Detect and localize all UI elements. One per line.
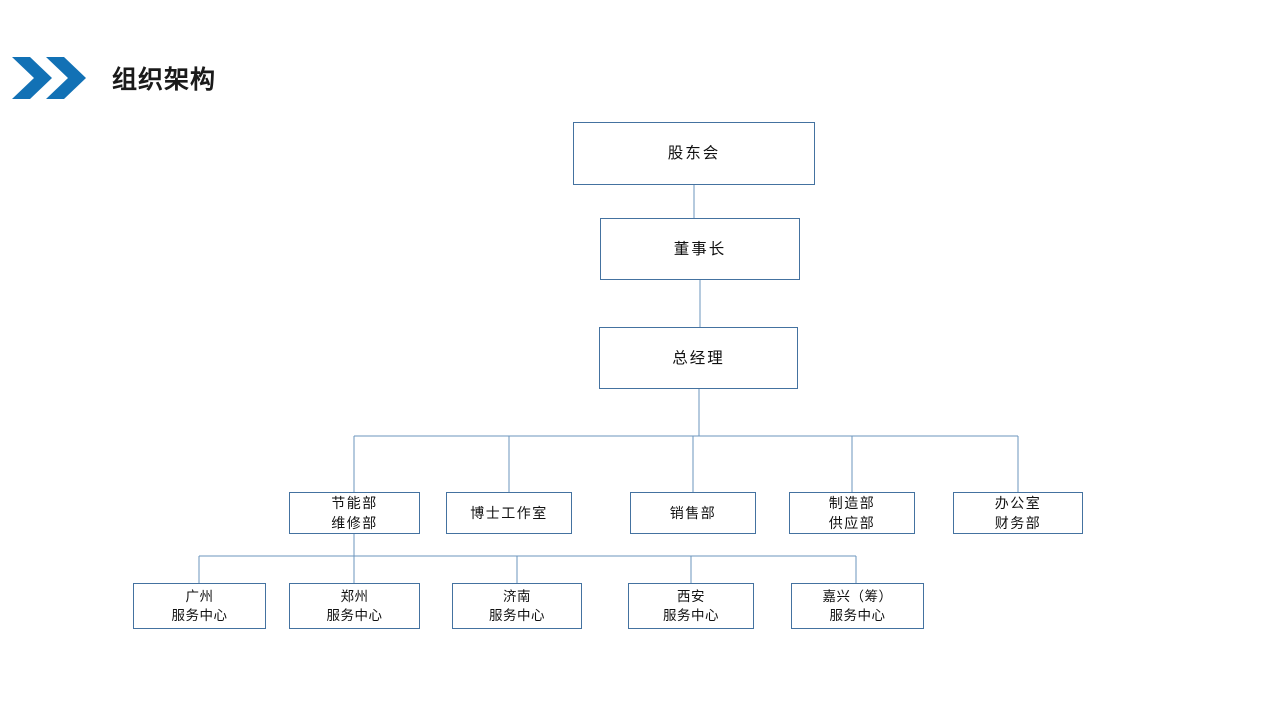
node-general-manager-label: 总经理 bbox=[672, 349, 725, 367]
node-jinan-center[interactable]: 济南 服务中心 bbox=[452, 583, 582, 629]
node-jiaxing-center[interactable]: 嘉兴（筹） 服务中心 bbox=[791, 583, 924, 629]
node-chairman-label: 董事长 bbox=[673, 240, 727, 258]
node-zhengzhou-center-label-1: 郑州 bbox=[340, 589, 369, 604]
node-guangzhou-center-label-2: 服务中心 bbox=[171, 608, 228, 623]
node-chairman[interactable]: 董事长 bbox=[600, 218, 800, 280]
node-manufacturing-supply-label-1: 制造部 bbox=[828, 495, 876, 511]
node-jinan-center-label-1: 济南 bbox=[503, 589, 531, 604]
node-energy-maintenance-label-2: 维修部 bbox=[331, 515, 378, 531]
node-xian-center-label-2: 服务中心 bbox=[663, 608, 719, 623]
node-office-finance-label-2: 财务部 bbox=[994, 515, 1042, 531]
node-shareholders-label: 股东会 bbox=[667, 145, 721, 162]
node-energy-maintenance-label-1: 节能部 bbox=[331, 495, 378, 511]
node-jiaxing-center-label-2: 服务中心 bbox=[829, 608, 886, 623]
node-xian-center-label-1: 西安 bbox=[677, 589, 705, 604]
node-sales[interactable]: 销售部 bbox=[630, 492, 756, 534]
node-shareholders[interactable]: 股东会 bbox=[573, 122, 815, 185]
node-guangzhou-center-label-1: 广州 bbox=[185, 589, 214, 604]
node-jinan-center-label-2: 服务中心 bbox=[489, 608, 545, 623]
node-xian-center[interactable]: 西安 服务中心 bbox=[628, 583, 754, 629]
node-manufacturing-supply-label-2: 供应部 bbox=[828, 515, 876, 531]
node-energy-maintenance[interactable]: 节能部 维修部 bbox=[289, 492, 420, 534]
node-manufacturing-supply[interactable]: 制造部 供应部 bbox=[789, 492, 915, 534]
node-jiaxing-center-label-1: 嘉兴（筹） bbox=[822, 589, 893, 604]
double-chevron-right-icon bbox=[12, 57, 88, 99]
page-header: 组织架构 bbox=[0, 0, 1280, 130]
node-office-finance[interactable]: 办公室 财务部 bbox=[953, 492, 1083, 534]
node-zhengzhou-center[interactable]: 郑州 服务中心 bbox=[289, 583, 420, 629]
node-office-finance-label-1: 办公室 bbox=[994, 495, 1042, 511]
node-general-manager[interactable]: 总经理 bbox=[599, 327, 798, 389]
node-doctoral-studio-label: 博士工作室 bbox=[470, 505, 548, 521]
node-sales-label: 销售部 bbox=[669, 505, 717, 521]
node-zhengzhou-center-label-2: 服务中心 bbox=[326, 608, 383, 623]
page-title: 组织架构 bbox=[112, 66, 217, 94]
node-guangzhou-center[interactable]: 广州 服务中心 bbox=[133, 583, 266, 629]
node-doctoral-studio[interactable]: 博士工作室 bbox=[446, 492, 572, 534]
